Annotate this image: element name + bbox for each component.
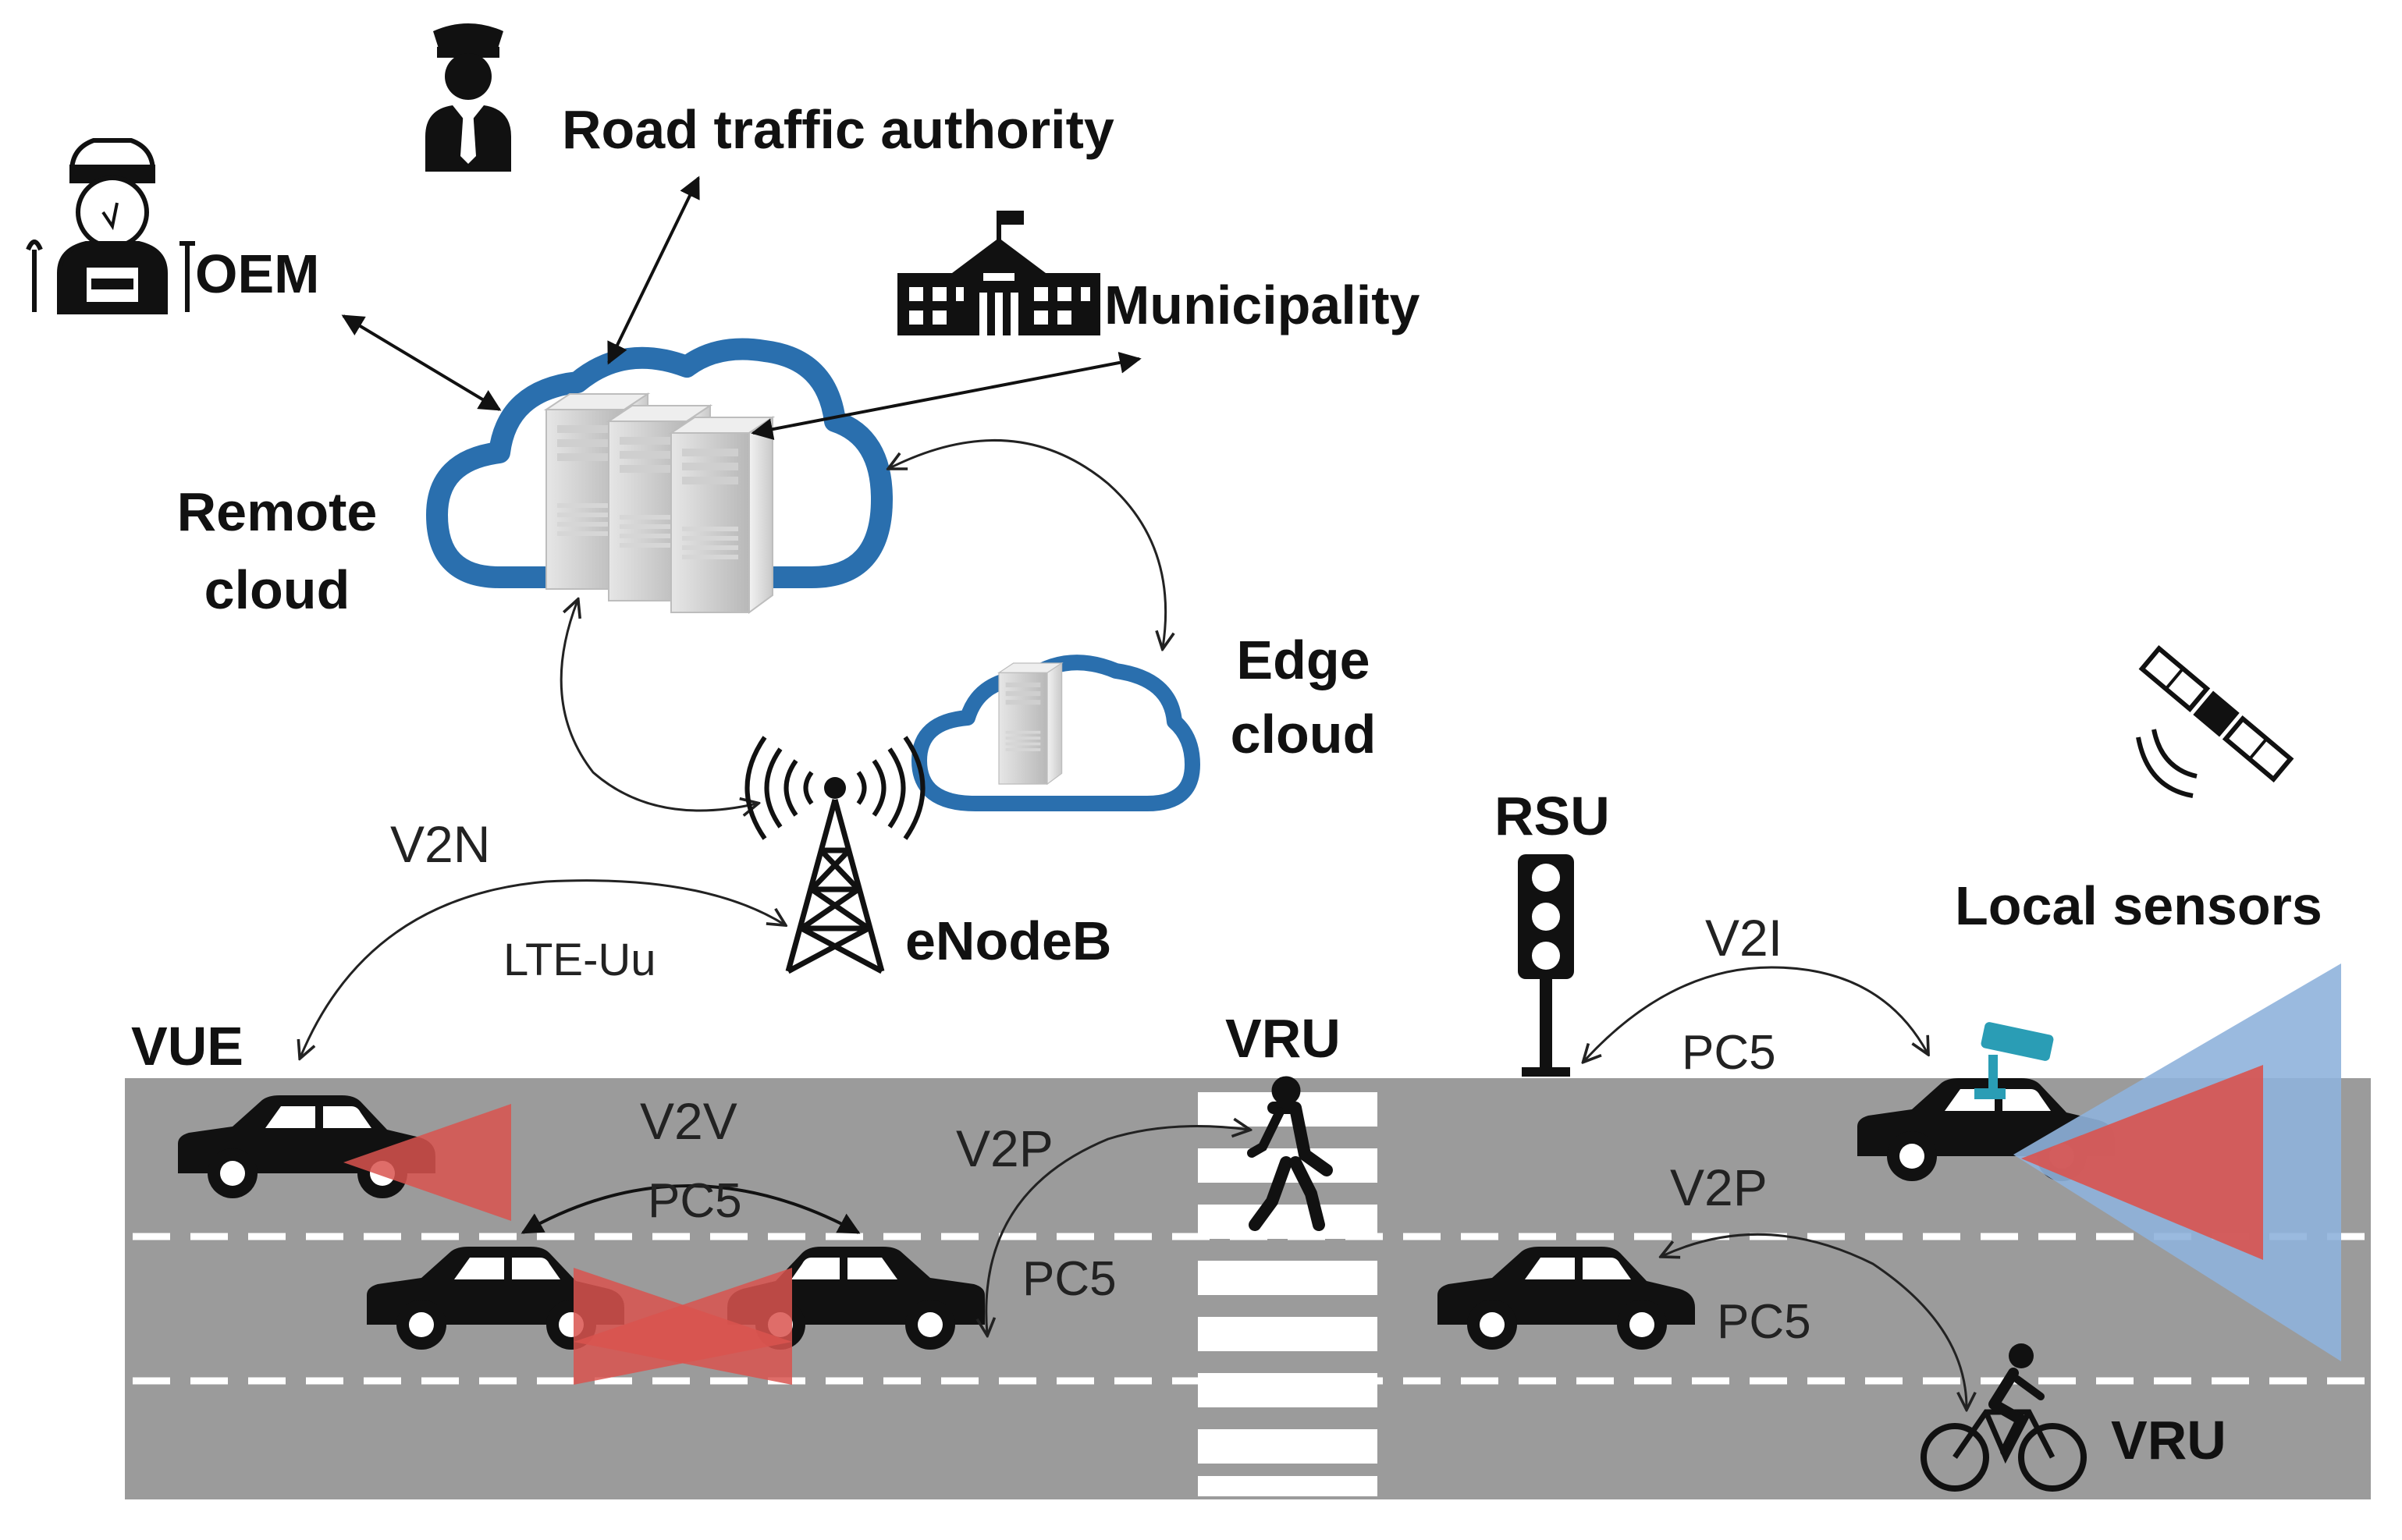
oem-label: OEM	[195, 243, 319, 304]
edge-cloud-label: Edge cloud	[1231, 630, 1377, 765]
remote-cloud-label: Remote cloud	[177, 481, 378, 620]
v2p-right-link	[1662, 1233, 1967, 1408]
stakeholder-links	[341, 176, 1142, 440]
cyclist-icon	[1921, 1343, 2087, 1492]
edge-cloud-line2: cloud	[1231, 704, 1377, 765]
v2p-right-label: V2P	[1670, 1159, 1768, 1216]
v2v-link	[521, 1184, 861, 1234]
v2n-label: V2N	[390, 815, 490, 873]
v2v-label: V2V	[640, 1092, 737, 1150]
sensor-cone-red	[2021, 1065, 2263, 1260]
v2n-link	[300, 879, 784, 1057]
cell-tower-icon	[744, 736, 926, 974]
sensor-cone-pair-2	[574, 1268, 792, 1385]
sensor-cone-vue	[343, 1104, 511, 1221]
v2i-pc5-label: PC5	[1682, 1026, 1776, 1080]
camera-icon	[1974, 1022, 2054, 1099]
v2p-left-link	[986, 1127, 1249, 1334]
road-traffic-authority-label: Road traffic authority	[562, 99, 1114, 160]
v2i-label: V2I	[1705, 909, 1782, 967]
server-icon	[670, 417, 773, 613]
v2p-left-pc5-label: PC5	[1022, 1252, 1117, 1306]
vru-cyclist-label: VRU	[2111, 1410, 2226, 1471]
remote-enodeb-link	[560, 601, 757, 811]
v2p-left-label: V2P	[956, 1120, 1054, 1177]
edge-cloud-icon	[911, 655, 1200, 811]
crosswalk	[1198, 1092, 1377, 1496]
vue-label: VUE	[131, 1016, 243, 1077]
v2v-pc5-label: PC5	[648, 1174, 742, 1228]
traffic-light-icon	[1518, 854, 1574, 1077]
server-icon	[998, 662, 1063, 785]
municipality-label: Municipality	[1104, 275, 1420, 335]
rsu-label: RSU	[1494, 786, 1610, 846]
remote-edge-link	[890, 438, 1166, 648]
remote-cloud-line2: cloud	[204, 559, 350, 620]
enodeb-label: eNodeB	[905, 910, 1111, 971]
remote-cloud-line1: Remote	[177, 481, 378, 542]
pedestrian-icon	[1247, 1076, 1333, 1231]
satellite-icon	[2136, 645, 2294, 798]
vru-pedestrian-label: VRU	[1225, 1008, 1341, 1069]
edge-cloud-line1: Edge	[1236, 630, 1370, 690]
remote-cloud-icon	[426, 338, 893, 613]
local-sensors-label: Local sensors	[1955, 875, 2322, 936]
municipal-building-icon	[897, 211, 1100, 335]
mechanic-icon	[26, 138, 195, 314]
police-officer-icon	[425, 23, 511, 172]
v2i-link	[1584, 966, 1928, 1061]
v2p-right-pc5-label: PC5	[1717, 1295, 1811, 1349]
lte-uu-label: LTE-Uu	[503, 935, 656, 985]
